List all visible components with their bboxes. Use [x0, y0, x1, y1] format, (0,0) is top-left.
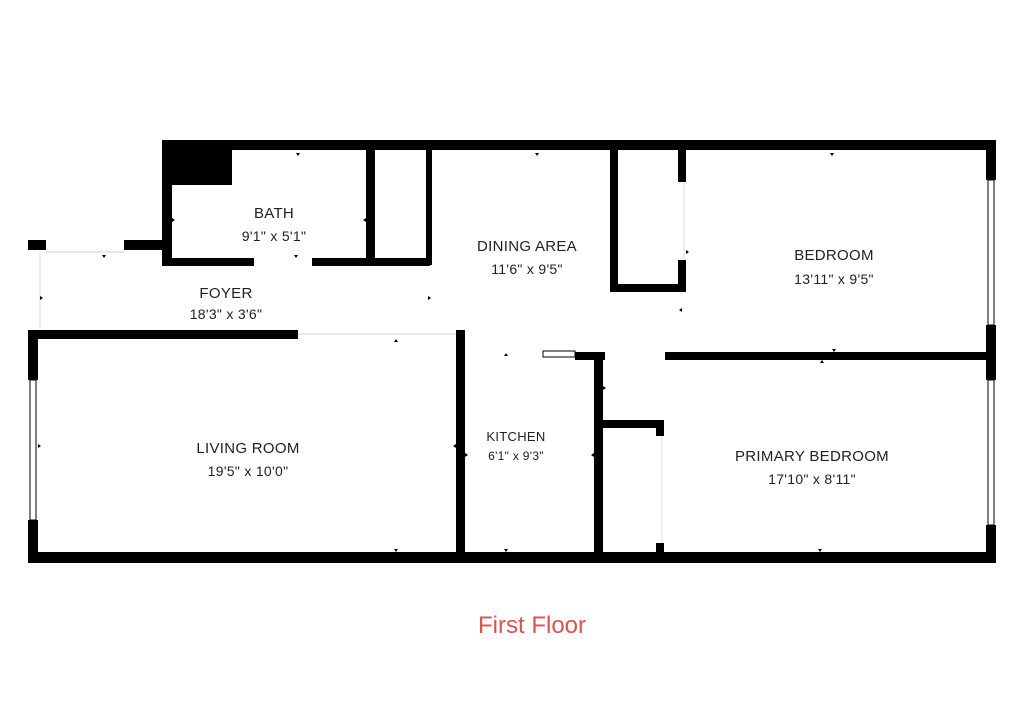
dim-marker	[172, 218, 175, 222]
living-room-dims: 19'5" x 10'0"	[208, 463, 289, 479]
dim-marker	[394, 549, 398, 552]
dim-marker	[363, 218, 366, 222]
dim-marker	[40, 296, 43, 300]
primary-bedroom-name: PRIMARY BEDROOM	[735, 448, 889, 465]
dim-marker	[818, 549, 822, 552]
bath-right-wall	[366, 150, 375, 265]
windows	[29, 179, 995, 543]
living-right-wall	[456, 330, 465, 563]
bedroom-dims: 13'11" x 9'5"	[794, 271, 874, 287]
closet-left-wall	[610, 150, 618, 292]
right-wall-lower	[986, 525, 996, 563]
dim-marker	[504, 549, 508, 552]
room-labels: BATH 9'1" x 5'1" DINING AREA 11'6" x 9'5…	[190, 205, 889, 487]
dim-marker	[830, 153, 834, 156]
primary-bedroom-window	[987, 379, 995, 526]
dim-marker	[38, 444, 41, 448]
bedroom-bottom-wall-b	[665, 352, 996, 360]
dim-marker	[535, 153, 539, 156]
closet-right-wall	[426, 150, 432, 265]
dim-marker	[832, 349, 836, 352]
primary-bedroom-dims: 17'10" x 8'11"	[768, 471, 856, 487]
living-window	[29, 379, 37, 521]
bath-left-wall	[162, 140, 172, 265]
dim-marker	[102, 255, 106, 258]
bedroom-name: BEDROOM	[794, 247, 874, 264]
dim-marker	[294, 255, 298, 258]
foyer-name: FOYER	[199, 285, 252, 302]
bedroom-left-wall-top	[678, 150, 686, 182]
bath-notch-wall	[124, 240, 172, 250]
dining-area-dims: 11'6" x 9'5"	[491, 261, 563, 277]
left-wall-lower	[28, 520, 38, 563]
dimension-markers	[38, 153, 836, 552]
floor-title: First Floor	[478, 612, 586, 639]
kitchen-name: KITCHEN	[486, 429, 545, 444]
foyer-dims: 18'3" x 3'6"	[190, 306, 263, 322]
bath-name: BATH	[254, 205, 294, 222]
dim-marker	[679, 308, 682, 312]
dim-marker	[504, 353, 508, 356]
bedroom-left-wall-bottom	[678, 260, 686, 292]
dim-marker	[603, 386, 606, 390]
right-wall-upper	[986, 140, 996, 180]
primary-closet-top-wall	[594, 420, 664, 428]
dim-marker	[591, 453, 594, 457]
kitchen-right-wall	[594, 352, 603, 563]
kitchen-dims: 6'1" x 9'3"	[488, 449, 544, 463]
top-wall	[162, 140, 996, 150]
living-top-wall	[28, 330, 298, 339]
dining-area-name: DINING AREA	[477, 238, 577, 255]
bath-bottom-wall-a	[162, 258, 254, 266]
dim-marker	[820, 360, 824, 363]
dim-marker	[296, 153, 300, 156]
dim-marker	[428, 296, 431, 300]
primary-closet-right-wall-bottom	[656, 543, 664, 563]
exterior-walls	[28, 140, 996, 563]
bottom-wall	[28, 552, 996, 563]
kitchen-counter-edge	[542, 350, 576, 358]
foyer-left-post	[28, 240, 46, 250]
dim-marker	[686, 250, 689, 254]
dim-marker	[465, 453, 468, 457]
dim-marker	[453, 444, 456, 448]
primary-closet-right-wall-top	[656, 420, 664, 436]
living-room-name: LIVING ROOM	[196, 440, 299, 457]
dim-marker	[394, 339, 398, 342]
bath-dims: 9'1" x 5'1"	[242, 228, 307, 244]
bedroom-bottom-wall-a	[575, 352, 605, 360]
bedroom-window	[987, 179, 995, 326]
bath-corner-block	[162, 140, 232, 185]
interior-walls	[28, 150, 996, 563]
left-wall-upper	[28, 330, 38, 380]
closet-bottom-wall	[610, 284, 686, 292]
